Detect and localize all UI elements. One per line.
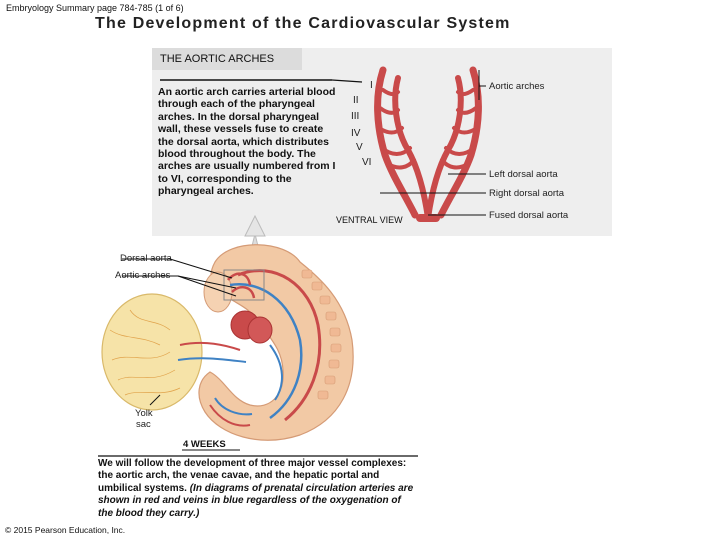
section-banner [152,48,302,70]
arch-numeral-v: V [356,142,363,153]
label-fused-dorsal-aorta: Fused dorsal aorta [489,210,569,221]
arch-numeral-vi: VI [362,157,372,168]
label-yolk-sac-line2: sac [136,419,151,430]
label-right-dorsal-aorta: Right dorsal aorta [489,188,564,199]
footnote-main: We will follow the development of three … [98,458,407,494]
arch-numeral-iv: IV [351,128,361,139]
arch-numeral-i: I [370,80,373,91]
embryo-illustration [177,244,354,441]
page-title: The Development of the Cardiovascular Sy… [95,15,511,32]
running-head: Embryology Summary page 784-785 (1 of 6) [6,3,184,13]
section-title: THE AORTIC ARCHES [160,53,275,65]
label-left-dorsal-aorta: Left dorsal aorta [489,169,558,180]
label-ventral-view: VENTRAL VIEW [336,215,403,225]
arch-numeral-ii: II [353,95,359,106]
label-yolk-sac-line1: Yolk [135,408,153,419]
arch-numeral-iii: III [351,111,360,122]
label-aortic-arches: Aortic arches [489,81,545,92]
aortic-arch-description: An aortic arch carries arterial blood th… [158,86,336,198]
copyright-notice: © 2015 Pearson Education, Inc. [5,525,126,535]
footnote: We will follow the development of three … [98,458,418,520]
aortic-arches-diagram [374,66,482,222]
embryo-age-label: 4 WEEKS [183,439,226,450]
label-embryo-aortic-arches: Aortic arches [115,270,171,281]
label-dorsal-aorta: Dorsal aorta [120,253,172,264]
yolk-sac-illustration [101,293,203,411]
footnote-italic: (In diagrams of prenatal circulation art… [98,482,414,519]
